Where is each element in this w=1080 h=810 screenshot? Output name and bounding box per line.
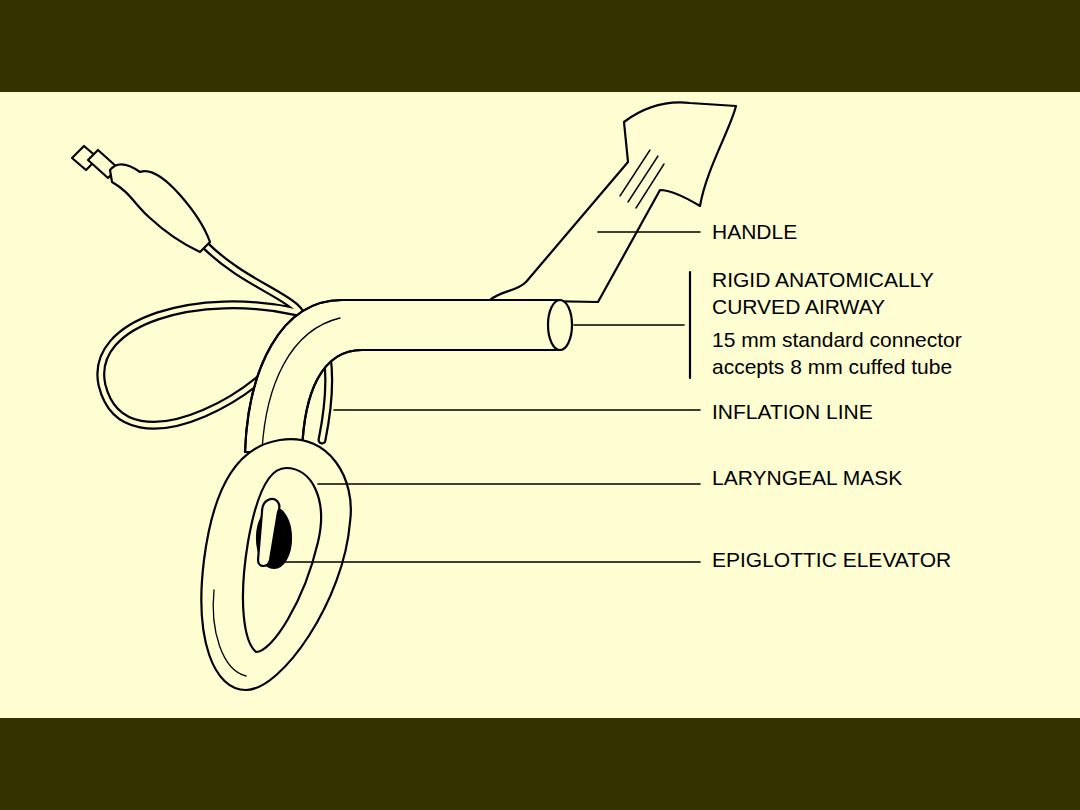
epiglottic-elevator <box>258 499 279 566</box>
handle <box>490 102 736 302</box>
label-slot: 15 mm standard connector accepts 8 mm cu… <box>712 326 1032 380</box>
part-label: RIGID ANATOMICALLY CURVED AIRWAY <box>712 266 1012 320</box>
airway-tube <box>245 300 560 452</box>
label-slot: EPIGLOTTIC ELEVATOR <box>712 546 1042 573</box>
label-slot: LARYNGEAL MASK <box>712 464 992 491</box>
connector-end <box>548 300 572 350</box>
part-label: LARYNGEAL MASK <box>712 464 992 491</box>
label-slot: RIGID ANATOMICALLY CURVED AIRWAY <box>712 266 1012 320</box>
laryngeal-mask <box>201 439 350 690</box>
label-slot: INFLATION LINE <box>712 398 972 425</box>
label-slot: HANDLE <box>712 218 912 245</box>
top-band <box>0 0 1080 92</box>
part-label: HANDLE <box>712 218 912 245</box>
part-label: 15 mm standard connector accepts 8 mm cu… <box>712 326 1032 380</box>
handle-grip <box>620 150 664 208</box>
leader-lines <box>274 232 700 562</box>
bottom-band <box>0 718 1080 810</box>
part-label: INFLATION LINE <box>712 398 972 425</box>
pilot-balloon <box>72 146 210 252</box>
part-label: EPIGLOTTIC ELEVATOR <box>712 546 1042 573</box>
